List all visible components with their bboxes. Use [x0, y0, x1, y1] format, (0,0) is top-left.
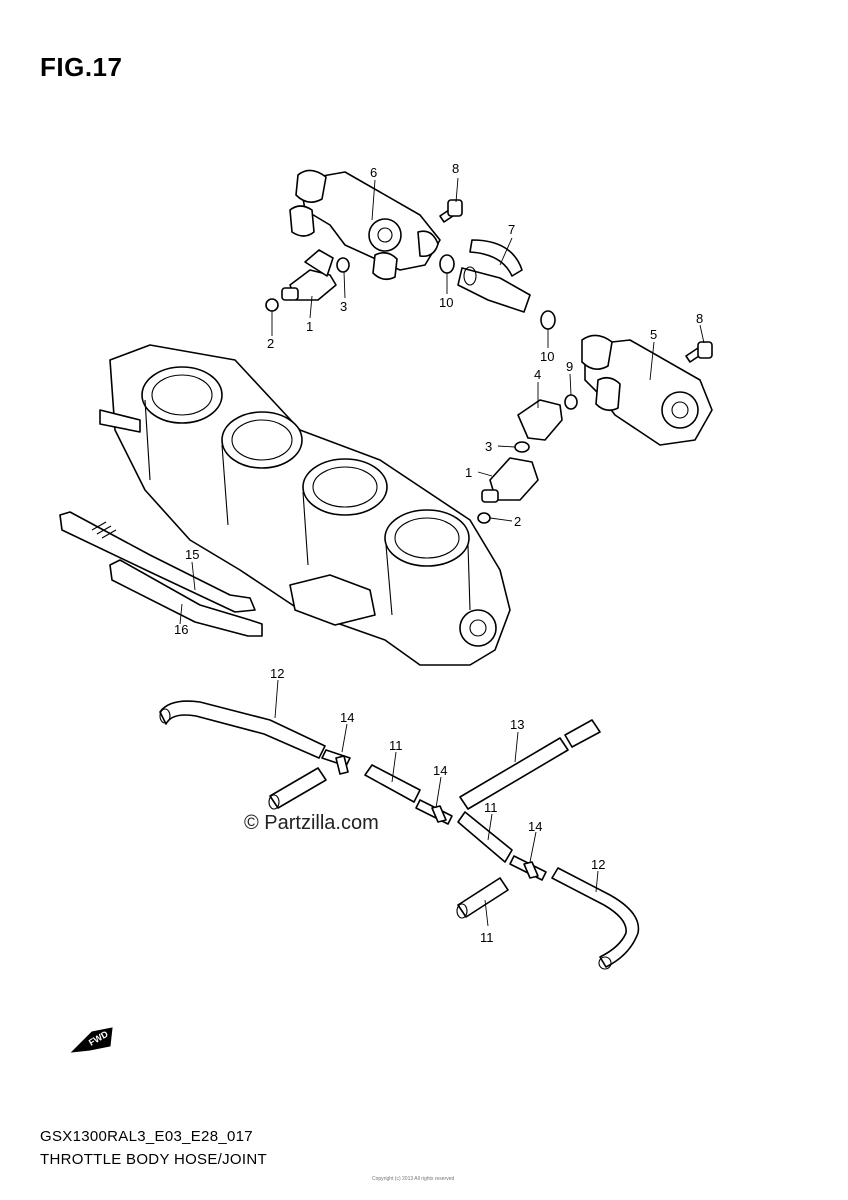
joint-14-b [415, 799, 453, 825]
callout-11-c: 11 [484, 800, 498, 815]
hose-16 [109, 559, 263, 637]
callout-11-b: 11 [389, 738, 403, 753]
o-ring-9 [564, 394, 578, 410]
throttle-body-assembly [99, 344, 511, 666]
callout-7: 7 [508, 222, 515, 237]
callout-12-left: 12 [270, 666, 284, 681]
callout-16: 16 [174, 622, 188, 637]
joint-14-c [509, 855, 547, 881]
callout-3-right: 3 [485, 439, 492, 454]
o-ring-10-right [540, 310, 556, 330]
delivery-pipe-right [581, 334, 713, 446]
fwd-arrow-icon: FWD [70, 1027, 113, 1053]
callout-1-upper: 1 [306, 319, 313, 334]
callout-10-right: 10 [540, 349, 554, 364]
hose-15 [59, 511, 256, 613]
callout-13: 13 [510, 717, 524, 732]
callout-12-right: 12 [591, 857, 605, 872]
joint-14-a [321, 749, 351, 775]
callout-1-right: 1 [465, 465, 472, 480]
figure-caption: THROTTLE BODY HOSE/JOINT [40, 1151, 267, 1168]
callout-9: 9 [566, 359, 573, 374]
callout-14-c: 14 [528, 819, 542, 834]
copyright-footer: Copyright (c) 2013 All rights reserved [372, 1176, 455, 1182]
callout-5: 5 [650, 327, 657, 342]
injector-1-upper [281, 249, 337, 301]
callout-8-right: 8 [696, 311, 703, 326]
callout-14-a: 14 [340, 710, 354, 725]
partzilla-watermark: © Partzilla.com [244, 812, 379, 834]
o-ring-3-upper [336, 257, 350, 273]
callout-6: 6 [370, 165, 377, 180]
joint-4 [517, 399, 563, 441]
hose-11-c [457, 811, 513, 863]
hose-12-left [159, 700, 326, 759]
bolt-8-right [685, 341, 713, 363]
callout-4: 4 [534, 367, 541, 382]
hose-12-right [551, 867, 640, 970]
figure-code: GSX1300RAL3_E03_E28_017 [40, 1128, 253, 1145]
hose-11-a [268, 767, 327, 810]
joint-pipe-7 [457, 239, 531, 313]
leader-lines [179, 177, 705, 927]
hose-11-b [364, 764, 421, 803]
o-ring-3-right [514, 441, 530, 453]
seal-2-upper [265, 298, 279, 312]
callout-10-left: 10 [439, 295, 453, 310]
figure-title: FIG.17 [40, 52, 123, 82]
hose-13 [459, 719, 601, 810]
callout-2-right: 2 [514, 514, 521, 529]
callout-2-upper: 2 [267, 336, 274, 351]
callout-8-upper: 8 [452, 161, 459, 176]
callout-labels: 8 6 7 1 3 10 2 10 8 5 9 4 3 1 2 15 16 12… [174, 161, 703, 945]
bolt-8-upper [439, 199, 463, 223]
o-ring-10-left [439, 254, 455, 274]
hose-11-d [456, 877, 509, 919]
seal-2-right [477, 512, 491, 524]
injector-1-right [481, 457, 539, 503]
delivery-pipe-upper [289, 169, 441, 281]
callout-15: 15 [185, 547, 199, 562]
callout-11-d: 11 [480, 930, 494, 945]
callout-3-upper: 3 [340, 299, 347, 314]
callout-14-b: 14 [433, 763, 447, 778]
